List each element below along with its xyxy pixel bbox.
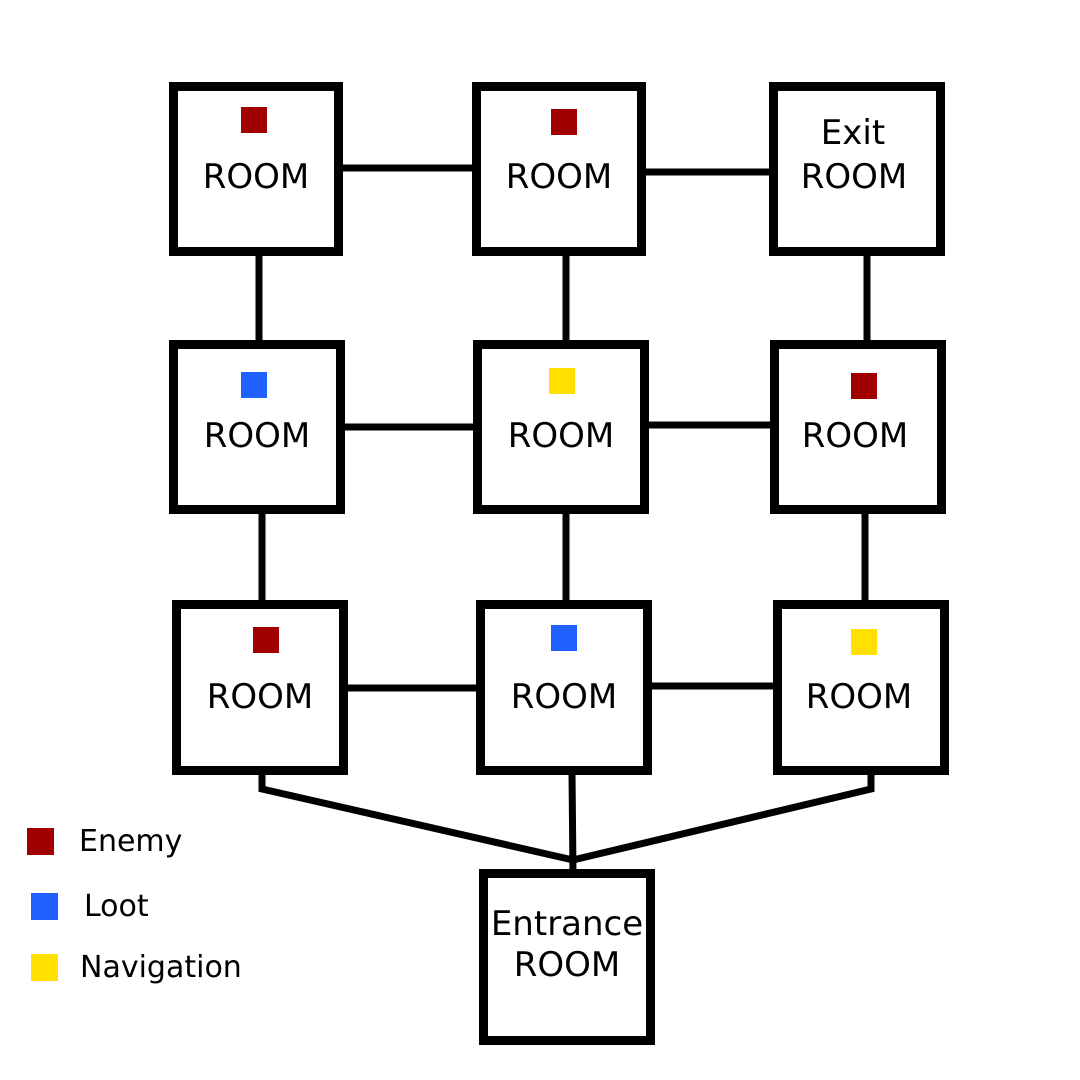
enemy-marker: [253, 627, 279, 653]
room-label: ROOM: [805, 677, 913, 717]
room-r1c1: ROOM: [169, 82, 343, 256]
enemy-marker: [851, 373, 877, 399]
corridor-r3c2-entrance: [568, 771, 577, 874]
corridor-r3c3-entrance: [572, 772, 875, 864]
corridor-r3c1-entrance: [258, 772, 574, 864]
loot-swatch: [31, 893, 58, 920]
loot-marker: [551, 625, 577, 651]
room-label: ROOM: [800, 157, 908, 197]
room-label: ROOM: [202, 157, 310, 197]
room-r2c1: ROOM: [169, 340, 345, 514]
room-r3c2: ROOM: [476, 600, 652, 775]
room-label: ROOM: [507, 416, 615, 456]
enemy-marker: [241, 107, 267, 133]
loot-marker: [241, 372, 267, 398]
room-label-exit: Exit: [820, 113, 886, 153]
room-label: ROOM: [510, 677, 618, 717]
legend-label-enemy: Enemy: [79, 824, 183, 859]
room-entrance: Entrance ROOM: [479, 869, 655, 1045]
room-r1c2: ROOM: [472, 82, 646, 256]
room-label: ROOM: [513, 945, 621, 985]
room-r3c3: ROOM: [773, 600, 949, 775]
room-r2c3: ROOM: [770, 340, 946, 514]
room-r3c1: ROOM: [172, 600, 348, 775]
navigation-marker: [549, 368, 575, 394]
legend-label-loot: Loot: [84, 889, 149, 924]
room-label-entrance: Entrance: [490, 904, 644, 944]
room-label: ROOM: [206, 677, 314, 717]
room-label: ROOM: [505, 157, 613, 197]
room-label: ROOM: [801, 416, 909, 456]
navigation-swatch: [31, 954, 58, 981]
enemy-marker: [551, 109, 577, 135]
enemy-swatch: [27, 828, 54, 855]
navigation-marker: [851, 629, 877, 655]
room-r2c2: ROOM: [473, 340, 649, 514]
room-exit: Exit ROOM: [769, 82, 945, 256]
legend-label-navigation: Navigation: [80, 950, 242, 985]
room-label: ROOM: [203, 416, 311, 456]
